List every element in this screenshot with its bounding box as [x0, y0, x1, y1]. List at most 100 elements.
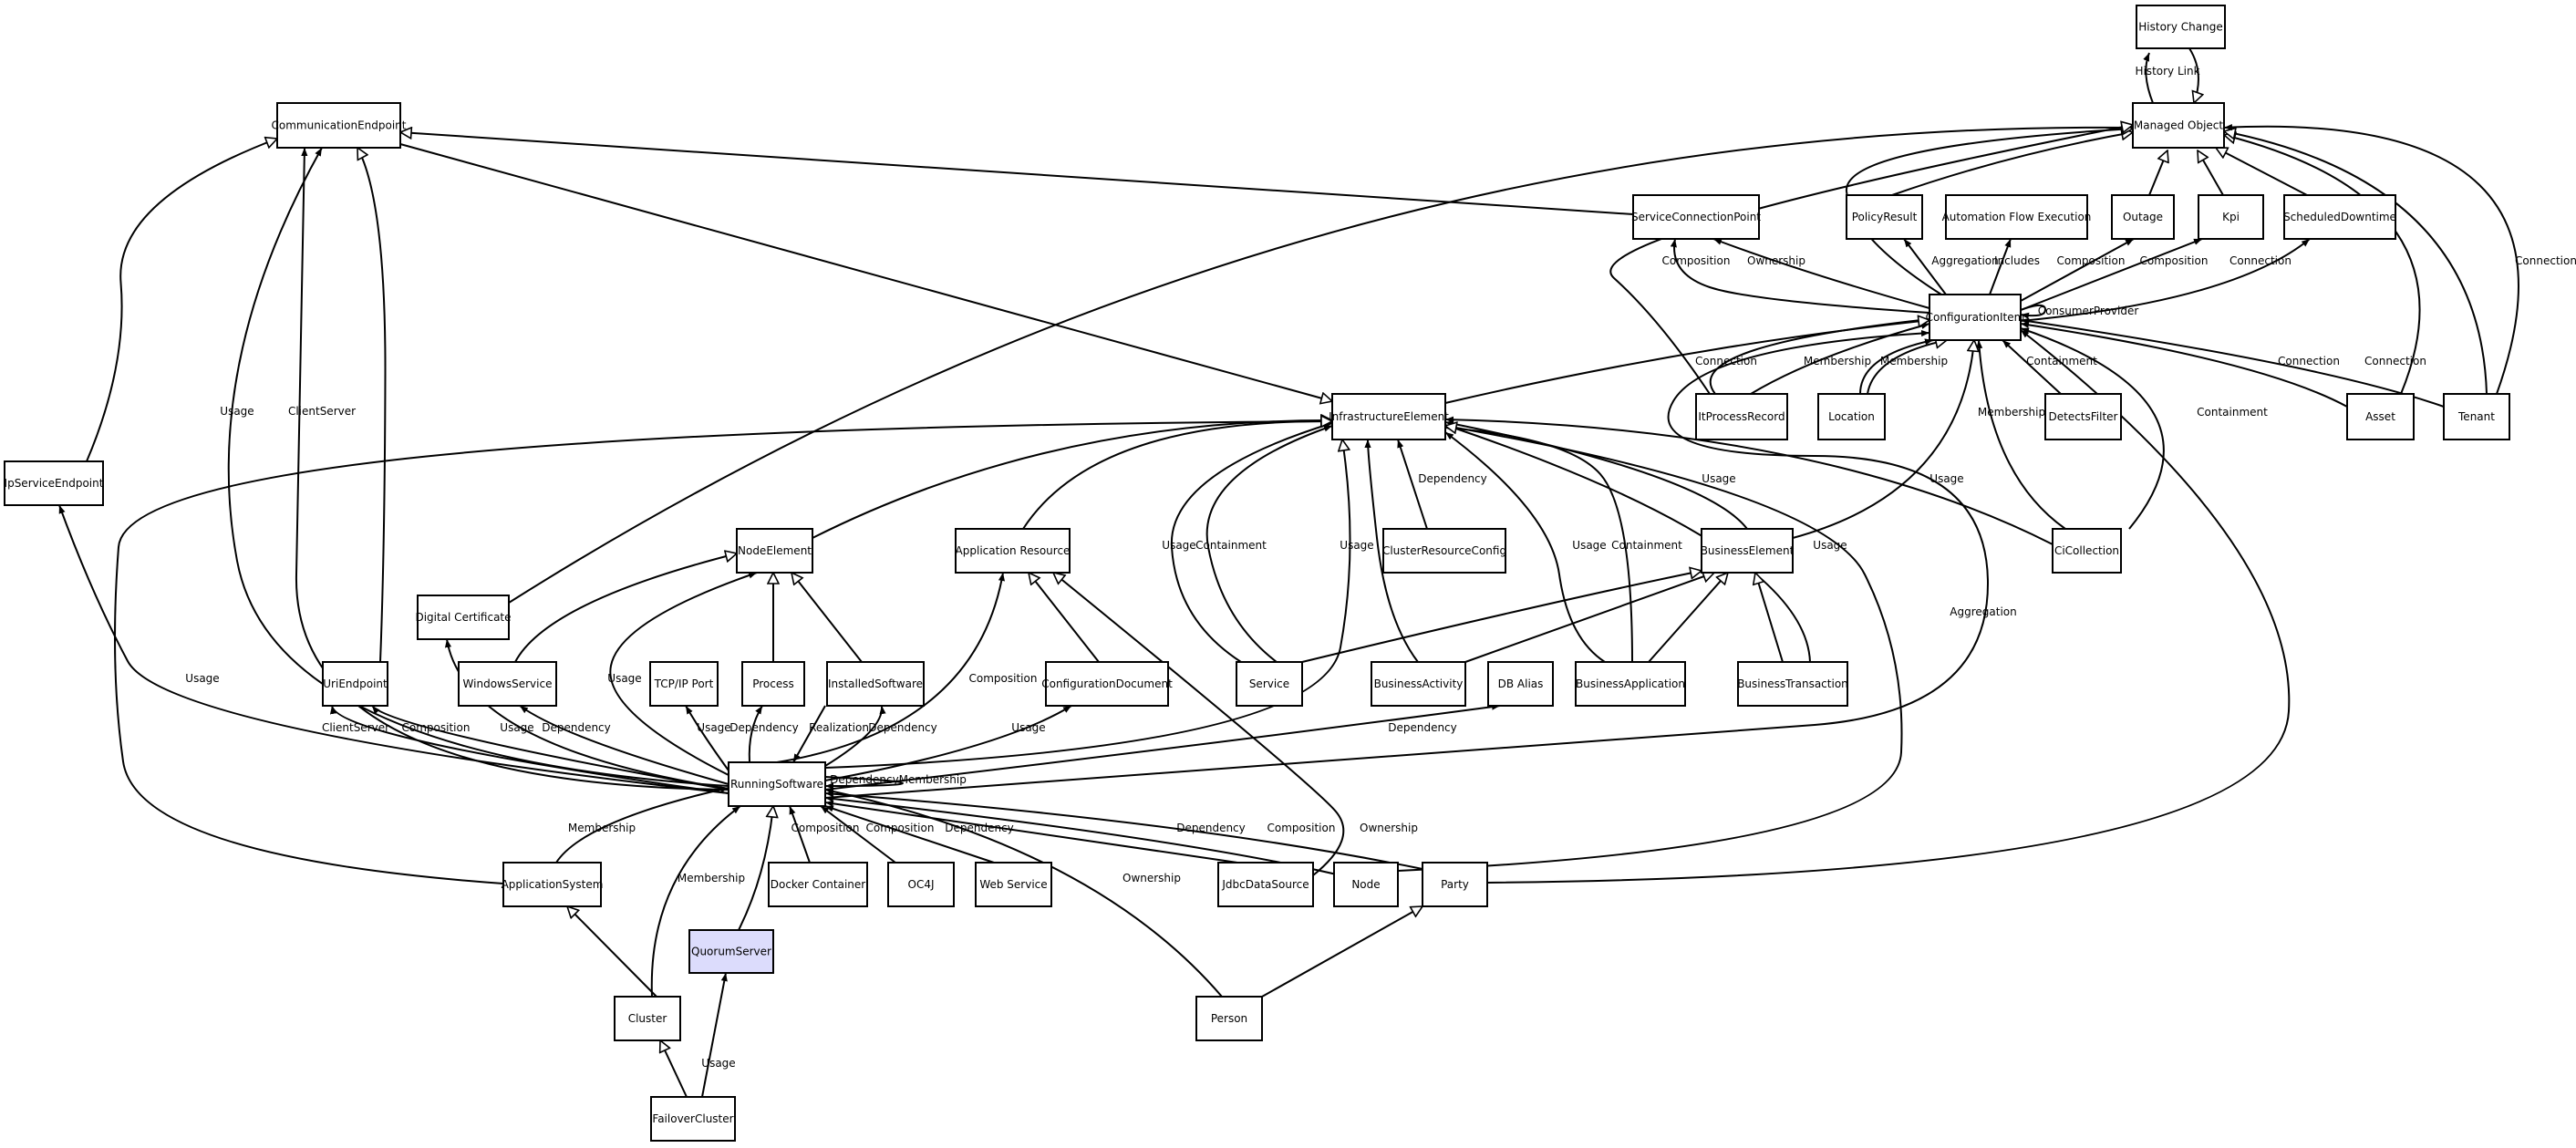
class-node-business-application[interactable]: BusinessApplication	[1575, 661, 1686, 707]
node-box[interactable]	[650, 1096, 736, 1142]
class-node-business-transaction[interactable]: BusinessTransaction	[1737, 661, 1848, 707]
class-node-quorum-server[interactable]: QuorumServer	[688, 929, 774, 974]
node-box[interactable]	[1382, 528, 1506, 574]
node-box[interactable]	[975, 862, 1052, 907]
edge-line	[791, 573, 863, 663]
node-box[interactable]	[768, 862, 868, 907]
class-node-managed-object[interactable]: Managed Object	[2132, 102, 2225, 149]
class-node-node[interactable]: Node	[1333, 862, 1399, 907]
class-node-configuration-item[interactable]: ConfigurationItem	[1926, 294, 2025, 341]
node-box[interactable]	[1331, 393, 1446, 440]
class-node-db-alias[interactable]: DB Alias	[1487, 661, 1554, 707]
class-node-tcpip-port[interactable]: TCP/IP Port	[649, 661, 719, 707]
class-node-service-connection-point[interactable]: ServiceConnectionPoint	[1631, 194, 1761, 240]
class-node-automation-flow-execution[interactable]: Automation Flow Execution	[1942, 194, 2092, 240]
node-box[interactable]	[1632, 194, 1760, 240]
class-node-node-element[interactable]: NodeElement	[736, 528, 813, 574]
node-box[interactable]	[1701, 528, 1794, 574]
class-node-scheduled-downtime[interactable]: ScheduledDowntime	[2283, 194, 2396, 240]
edge-line	[2020, 238, 2203, 311]
class-node-itprocess-record[interactable]: ItProcessRecord	[1695, 393, 1788, 440]
node-box[interactable]	[728, 761, 826, 807]
edge-line	[738, 806, 773, 931]
class-node-infrastructure-element[interactable]: InfrastructureElement	[1329, 393, 1449, 440]
class-node-detects-filter[interactable]: DetectsFilter	[2044, 393, 2122, 440]
class-node-cluster-resource-config[interactable]: ClusterResourceConfig	[1382, 528, 1506, 574]
node-box[interactable]	[1737, 661, 1848, 707]
node-box[interactable]	[1817, 393, 1886, 440]
class-node-person[interactable]: Person	[1195, 996, 1263, 1041]
class-node-ip-service-endpoint[interactable]: IpServiceEndpoint	[4, 460, 104, 506]
class-node-running-software[interactable]: RunningSoftware	[728, 761, 826, 807]
node-box[interactable]	[2136, 5, 2226, 49]
node-box[interactable]	[887, 862, 955, 907]
edge-running-software-to-infrastructure-element	[824, 440, 1351, 769]
node-box[interactable]	[1371, 661, 1466, 707]
class-node-business-element[interactable]: BusinessElement	[1701, 528, 1795, 574]
class-node-cluster[interactable]: Cluster	[614, 996, 681, 1041]
class-node-location[interactable]: Location	[1817, 393, 1886, 440]
node-box[interactable]	[417, 595, 510, 640]
edge-line	[514, 553, 737, 663]
node-box[interactable]	[1422, 862, 1488, 907]
class-node-installed-software[interactable]: InstalledSoftware	[826, 661, 925, 707]
node-box[interactable]	[1846, 194, 1923, 240]
class-node-docker-container[interactable]: Docker Container	[768, 862, 868, 907]
node-box[interactable]	[955, 528, 1071, 574]
node-box[interactable]	[458, 661, 557, 707]
node-box[interactable]	[2346, 393, 2415, 440]
node-box[interactable]	[2443, 393, 2510, 440]
edge-line	[1170, 422, 1333, 663]
class-node-asset[interactable]: Asset	[2346, 393, 2415, 440]
node-box[interactable]	[502, 862, 602, 907]
class-node-service[interactable]: Service	[1236, 661, 1303, 707]
class-node-kpi[interactable]: Kpi	[2198, 194, 2264, 240]
node-box[interactable]	[2132, 102, 2225, 149]
class-node-tenant[interactable]: Tenant	[2443, 393, 2510, 440]
class-node-communication-endpoint[interactable]: CommunicationEndpoint	[272, 102, 407, 149]
class-node-history-change[interactable]: History Change	[2136, 5, 2226, 49]
node-box[interactable]	[4, 460, 104, 506]
class-node-oc4j[interactable]: OC4J	[887, 862, 955, 907]
node-box[interactable]	[276, 102, 401, 149]
class-node-configuration-document[interactable]: ConfigurationDocument	[1041, 661, 1173, 707]
node-box[interactable]	[688, 929, 774, 974]
class-node-digital-certificate[interactable]: Digital Certificate	[415, 595, 512, 640]
node-box[interactable]	[2111, 194, 2175, 240]
node-box[interactable]	[1695, 393, 1788, 440]
node-box[interactable]	[1236, 661, 1303, 707]
node-box[interactable]	[1575, 661, 1686, 707]
class-node-failover-cluster[interactable]: FailoverCluster	[650, 1096, 736, 1142]
node-box[interactable]	[1217, 862, 1314, 907]
node-label: Tenant	[2457, 410, 2495, 423]
node-box[interactable]	[1487, 661, 1554, 707]
node-box[interactable]	[2283, 194, 2396, 240]
class-node-application-resource[interactable]: Application Resource	[955, 528, 1071, 574]
class-node-business-activity[interactable]: BusinessActivity	[1371, 661, 1466, 707]
node-box[interactable]	[1333, 862, 1399, 907]
node-box[interactable]	[1045, 661, 1169, 707]
node-box[interactable]	[322, 661, 388, 707]
node-box[interactable]	[741, 661, 805, 707]
class-node-windows-service[interactable]: WindowsService	[458, 661, 557, 707]
node-box[interactable]	[1945, 194, 2088, 240]
class-node-ci-collection[interactable]: CiCollection	[2052, 528, 2122, 574]
node-box[interactable]	[2052, 528, 2122, 574]
class-node-jdbc-data-source[interactable]: JdbcDataSource	[1217, 862, 1314, 907]
class-node-party[interactable]: Party	[1422, 862, 1488, 907]
class-node-process[interactable]: Process	[741, 661, 805, 707]
node-box[interactable]	[1195, 996, 1263, 1041]
node-box[interactable]	[614, 996, 681, 1041]
class-node-uri-endpoint[interactable]: UriEndpoint	[322, 661, 388, 707]
edge-line	[444, 638, 729, 790]
node-box[interactable]	[736, 528, 813, 574]
node-box[interactable]	[1929, 294, 2022, 341]
class-node-policy-result[interactable]: PolicyResult	[1846, 194, 1923, 240]
class-node-web-service[interactable]: Web Service	[975, 862, 1052, 907]
class-node-application-system[interactable]: ApplicationSystem	[502, 862, 604, 907]
node-box[interactable]	[2198, 194, 2264, 240]
class-node-outage[interactable]: Outage	[2111, 194, 2175, 240]
node-box[interactable]	[826, 661, 925, 707]
node-box[interactable]	[649, 661, 719, 707]
node-box[interactable]	[2044, 393, 2122, 440]
